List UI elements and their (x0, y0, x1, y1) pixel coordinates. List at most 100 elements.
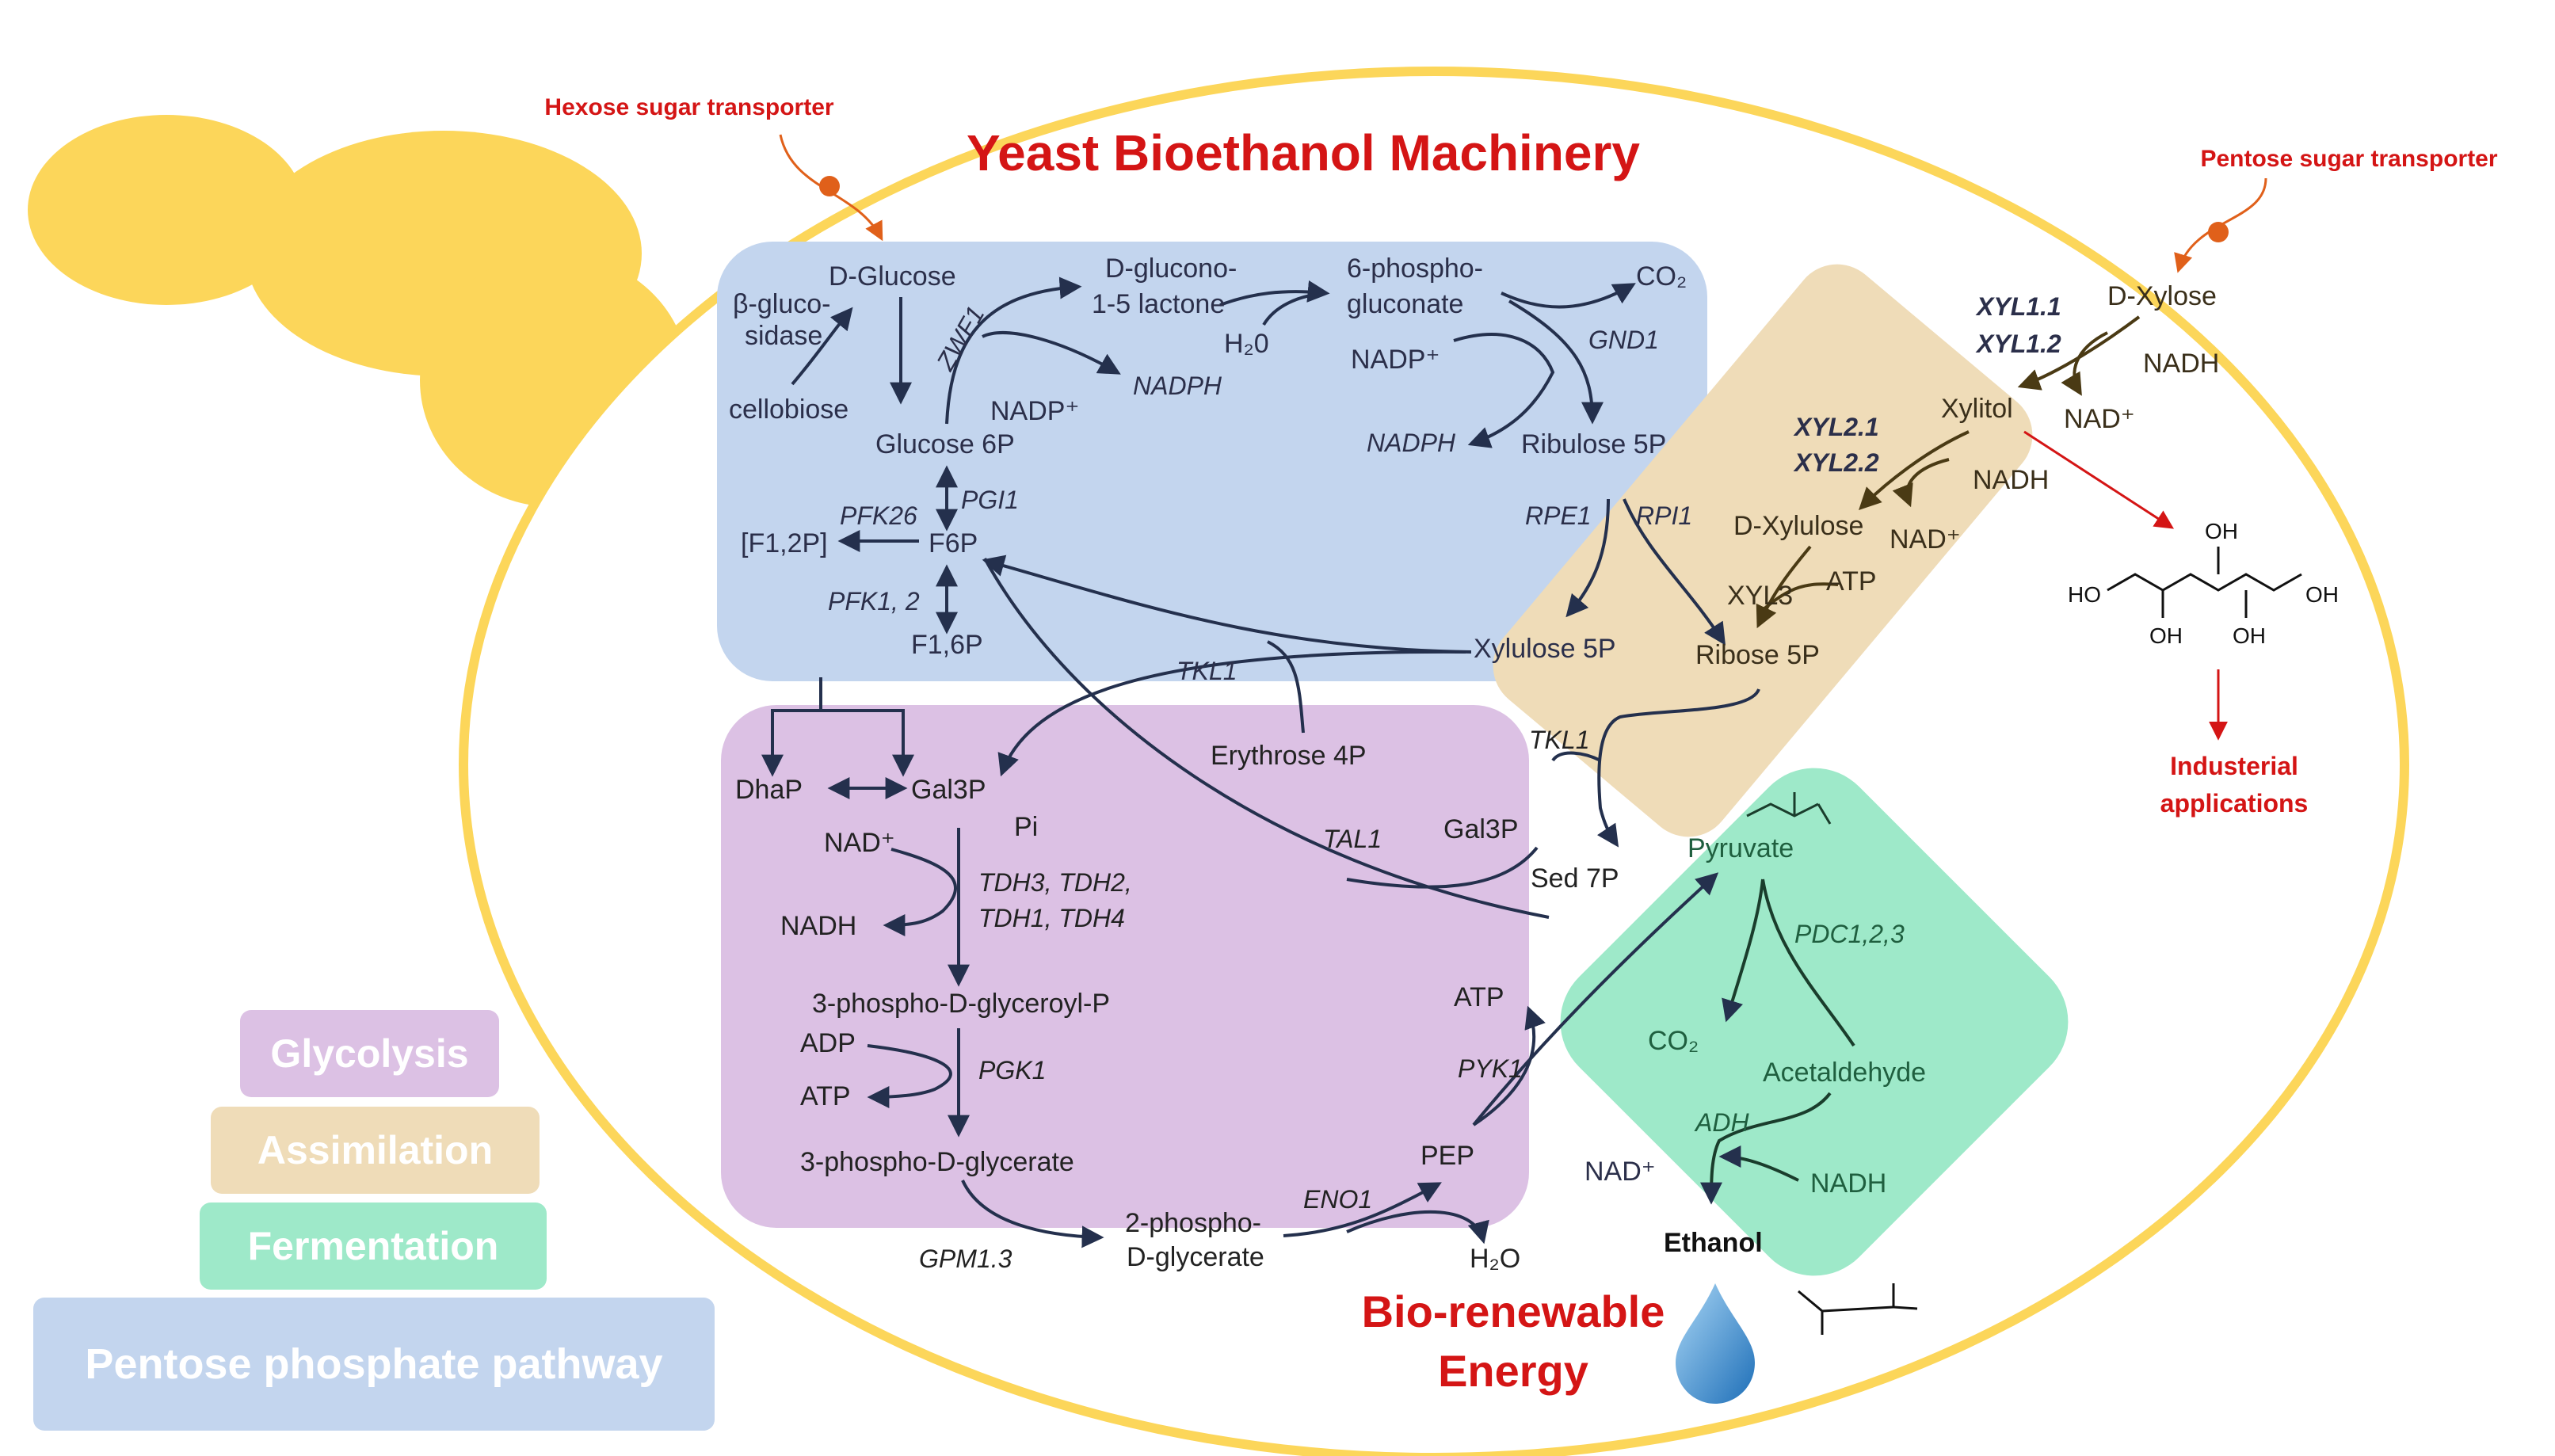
node-6-phospho-1: 6-phospho- (1347, 253, 1483, 284)
node-sed-7p: Sed 7P (1531, 863, 1619, 894)
enzyme-gnd1: GND1 (1588, 326, 1659, 354)
node-nadph-2: NADPH (1367, 429, 1456, 457)
node-gal3p: Gal3P (911, 775, 986, 805)
glycolysis-compartment (721, 705, 1529, 1228)
node-beta-glucosidase-2: sidase (745, 321, 822, 351)
industrial-label-2: applications (2160, 789, 2309, 818)
xylitol-oh-top: OH (2205, 519, 2238, 543)
node-nadh-assim-1: NADH (2143, 349, 2219, 379)
legend-assimilation: Assimilation (211, 1107, 540, 1194)
node-3-phospho-glycerate: 3-phospho-D-glycerate (800, 1147, 1074, 1177)
enzyme-adh: ADH (1694, 1108, 1749, 1137)
node-adp: ADP (800, 1028, 856, 1058)
pathway-arrows (761, 276, 1760, 1248)
node-nadh-ferm: NADH (1810, 1168, 1886, 1199)
diagram-title: Yeast Bioethanol Machinery (967, 124, 1640, 181)
enzyme-pgk1: PGK1 (978, 1056, 1046, 1084)
enzyme-rpi1: RPI1 (1636, 501, 1692, 530)
energy-label-2: Energy (1438, 1346, 1588, 1396)
enzyme-pfk12: PFK1, 2 (828, 587, 920, 616)
assimilation-compartment (1493, 264, 2033, 837)
node-ethanol: Ethanol (1664, 1228, 1763, 1258)
node-glucose-6p: Glucose 6P (875, 429, 1015, 459)
node-nad-glyc: NAD⁺ (824, 828, 895, 858)
node-xylitol: Xylitol (1941, 394, 2013, 424)
node-d-xylose: D-Xylose (2107, 281, 2217, 311)
enzyme-gpm1: GPM1.3 (919, 1244, 1012, 1273)
node-ribose-5p: Ribose 5P (1695, 640, 1820, 670)
node-h2o-ppp: H₂0 (1224, 329, 1269, 359)
node-acetaldehyde: Acetaldehyde (1763, 1058, 1926, 1088)
ppp-compartment (717, 242, 1707, 681)
hexose-transporter-arrow (779, 134, 883, 242)
node-erythrose-4p: Erythrose 4P (1211, 741, 1367, 771)
node-atp-assim: ATP (1826, 566, 1877, 597)
node-nadh-assim-2: NADH (1973, 465, 2049, 495)
node-glucono-2: 1-5 lactone (1092, 289, 1225, 319)
node-f6p: F6P (929, 528, 978, 558)
node-pep: PEP (1421, 1141, 1474, 1171)
node-gal3p-2: Gal3P (1443, 814, 1519, 844)
fermentation-arrows (1700, 879, 1855, 1205)
enzyme-eno1: ENO1 (1303, 1185, 1372, 1214)
yeast-bud (28, 115, 689, 507)
enzyme-pfk26: PFK26 (840, 501, 917, 530)
node-glyceroyl-p: 3-phospho-D-glyceroyl-P (812, 989, 1110, 1019)
water-drop-icon (1676, 1283, 1755, 1404)
node-d-xylulose: D-Xylulose (1733, 511, 1863, 541)
legend-fermentation: Fermentation (200, 1203, 547, 1290)
xylitol-structure (2107, 547, 2302, 618)
node-cellobiose: cellobiose (729, 394, 848, 425)
node-xylulose-5p: Xylulose 5P (1474, 634, 1616, 664)
node-2-phospho-1: 2-phospho- (1125, 1208, 1261, 1238)
legend-glycolysis: Glycolysis (240, 1010, 499, 1097)
pentose-transporter-label: Pentose sugar transporter (2200, 146, 2497, 172)
enzyme-pdc: PDC1,2,3 (1794, 920, 1905, 948)
node-co2-ferm: CO₂ (1648, 1026, 1699, 1056)
enzyme-xyl22: XYL2.2 (1793, 448, 1879, 477)
enzyme-tal1: TAL1 (1323, 825, 1382, 853)
node-pyruvate: Pyruvate (1687, 833, 1794, 863)
node-ribulose-5p: Ribulose 5P (1521, 429, 1666, 459)
node-pi: Pi (1014, 812, 1038, 842)
xylitol-to-structure-arrow (2023, 430, 2175, 529)
enzyme-xyl11: XYL1.1 (1975, 292, 2061, 321)
assimilation-arrows (1756, 315, 2141, 629)
node-nad-assim-2: NAD⁺ (1890, 524, 1961, 555)
xylitol-oh-bottom-2: OH (2233, 623, 2266, 648)
enzyme-tdh-1: TDH3, TDH2, (978, 868, 1132, 897)
enzyme-tkl1-2: TKL1 (1529, 726, 1589, 754)
node-h2o-glyc: H₂O (1470, 1244, 1520, 1274)
node-glucono-1: D-glucono- (1105, 253, 1237, 284)
node-dhap: DhaP (735, 775, 803, 805)
node-6-phospho-2: gluconate (1347, 289, 1463, 319)
node-co2-ppp: CO₂ (1636, 261, 1687, 292)
node-atp-pyk: ATP (1454, 982, 1504, 1012)
enzyme-xyl21: XYL2.1 (1793, 413, 1879, 441)
energy-label-1: Bio-renewable (1362, 1286, 1665, 1336)
xylitol-ho-left: HO (2068, 582, 2101, 607)
xylitol-oh-bottom-1: OH (2149, 623, 2183, 648)
fermentation-compartment (1560, 768, 2069, 1276)
hexose-transporter-dot (819, 176, 840, 196)
pentose-transporter-dot (2208, 222, 2229, 242)
legend-ppp: Pentose phosphate pathway (33, 1298, 715, 1431)
enzyme-pgi1: PGI1 (961, 486, 1019, 514)
industrial-label-1: Industerial (2170, 752, 2298, 780)
enzyme-tkl1: TKL1 (1176, 657, 1237, 685)
hexose-transporter-label: Hexose sugar transporter (544, 94, 833, 120)
node-beta-glucosidase-1: β-gluco- (733, 289, 830, 319)
node-nadp-1: NADP⁺ (990, 396, 1079, 426)
enzyme-xyl12: XYL1.2 (1975, 330, 2061, 358)
node-nadph-1: NADPH (1133, 372, 1222, 400)
node-d-glucose: D-Glucose (829, 261, 956, 292)
node-nad-assim-1: NAD⁺ (2064, 404, 2135, 434)
node-nad-ferm: NAD⁺ (1584, 1157, 1656, 1187)
node-f12p: [F1,2P] (741, 528, 828, 558)
enzyme-rpe1: RPE1 (1525, 501, 1592, 530)
node-nadp-2: NADP⁺ (1351, 345, 1440, 375)
pentose-transporter-arrow (2174, 177, 2267, 273)
pyruvate-structure (1746, 792, 1832, 825)
ethanol-structure (1798, 1283, 1918, 1335)
